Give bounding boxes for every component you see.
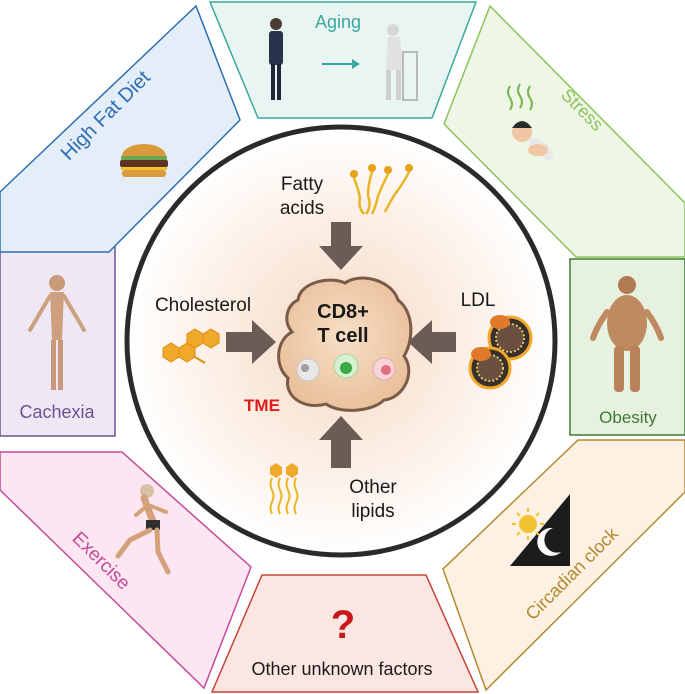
- segment-exercise: Exercise: [0, 451, 252, 690]
- phospholipid-icon: [269, 463, 299, 515]
- arrow-from-ldl: [408, 320, 456, 364]
- t-cells-icon: [296, 353, 396, 382]
- cd8-t-cell-cluster: CD8+ T cell: [277, 276, 413, 412]
- ldl-particle-icon: [468, 315, 533, 390]
- fatty-acids-label-line2: acids: [280, 198, 324, 219]
- other-lipids-label-line2: lipids: [351, 501, 394, 522]
- fatty-acid-chains-icon: [350, 164, 413, 215]
- cd8-label-line2: T cell: [317, 325, 368, 347]
- segment-cachexia-label: Cachexia: [19, 402, 95, 422]
- cholesterol-label: Cholesterol: [155, 295, 251, 316]
- segment-unknown: ? Other unknown factors: [210, 574, 480, 693]
- arrow-from-cholesterol: [226, 320, 276, 364]
- arrow-from-other-lipids: [319, 416, 363, 468]
- sun-moon-icon: [510, 494, 570, 566]
- ldl-label: LDL: [461, 290, 496, 311]
- cachexia-body-icon: [28, 275, 86, 390]
- tme-label: TME: [244, 396, 280, 415]
- segment-unknown-question-mark: ?: [331, 603, 355, 647]
- segment-obesity: Obesity: [569, 258, 685, 436]
- segment-aging: Aging: [208, 1, 478, 119]
- segment-cachexia: Cachexia: [0, 211, 116, 437]
- stressed-person-icon: [507, 83, 554, 162]
- runner-icon: [115, 484, 171, 575]
- obese-person-icon: [590, 276, 664, 392]
- burger-icon: [120, 144, 168, 177]
- other-lipids-label-line1: Other: [349, 477, 397, 498]
- segment-obesity-label: Obesity: [599, 408, 657, 427]
- segment-circadian: Circadian clock: [442, 439, 685, 692]
- arrow-from-fatty-acids: [319, 222, 363, 270]
- cd8-label-line1: CD8+: [317, 301, 369, 323]
- segment-unknown-label: Other unknown factors: [251, 659, 432, 679]
- cholesterol-rings-icon: [162, 328, 220, 364]
- man-to-elderly-icon: [269, 18, 418, 101]
- fatty-acids-label-line1: Fatty: [281, 174, 324, 195]
- segment-aging-label: Aging: [315, 12, 361, 32]
